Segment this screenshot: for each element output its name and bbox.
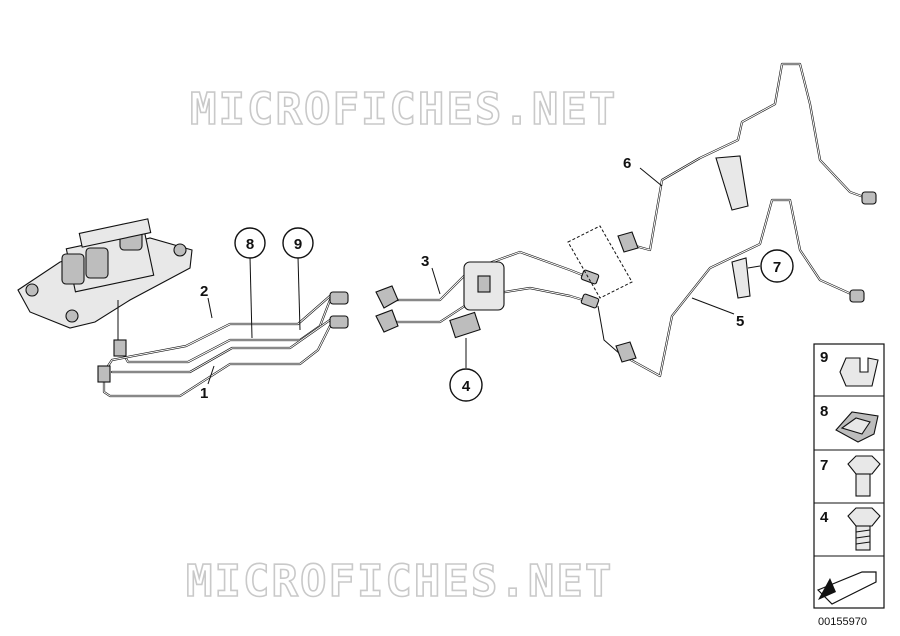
parts-legend: 9 8 7 4	[813, 343, 885, 609]
svg-text:4: 4	[462, 378, 471, 395]
legend-arrow-icon	[816, 571, 877, 605]
bracket-5	[731, 257, 751, 299]
link-frame	[567, 225, 633, 299]
callout-5: 5	[736, 313, 744, 330]
svg-text:9: 9	[294, 236, 302, 253]
callout-3: 3	[421, 253, 429, 270]
leader-lines	[207, 167, 761, 385]
fitting-icon	[329, 291, 349, 305]
mount-bracket	[449, 311, 481, 339]
callout-2: 2	[200, 283, 208, 300]
watermark-top: MICROFICHES.NET	[190, 84, 617, 135]
pipe-5	[597, 198, 862, 378]
svg-text:9: 9	[820, 349, 828, 366]
svg-text:7: 7	[820, 457, 828, 474]
callout-9: 9	[282, 227, 314, 259]
watermark-bottom: MICROFICHES.NET	[186, 556, 613, 607]
legend-item-bolt-4: 4	[820, 507, 881, 551]
svg-text:4: 4	[820, 509, 829, 526]
callout-4: 4	[449, 368, 483, 402]
nut-icon	[375, 285, 399, 309]
fitting-icon	[97, 365, 111, 383]
fitting-icon	[113, 339, 127, 357]
legend-item-bolt-7: 7	[820, 455, 881, 497]
valve-block	[17, 218, 193, 345]
callout-8: 8	[234, 227, 266, 259]
fitting-icon	[329, 315, 349, 329]
document-number: 00155970	[818, 616, 867, 628]
legend-item-clip: 9	[820, 349, 879, 387]
pipe-2	[102, 294, 332, 374]
pipe-6	[626, 62, 874, 252]
svg-text:7: 7	[773, 259, 781, 276]
pipe-3	[388, 250, 592, 324]
callout-6: 6	[623, 155, 631, 172]
callout-1: 1	[200, 385, 208, 402]
bracket-6	[715, 155, 749, 211]
pipe-1	[102, 298, 332, 398]
legend-item-clamp: 8	[820, 403, 879, 443]
svg-text:8: 8	[246, 236, 254, 253]
nut-icon	[375, 309, 399, 333]
callout-7: 7	[760, 249, 794, 283]
svg-text:8: 8	[820, 403, 828, 420]
clip-icon	[839, 357, 879, 387]
